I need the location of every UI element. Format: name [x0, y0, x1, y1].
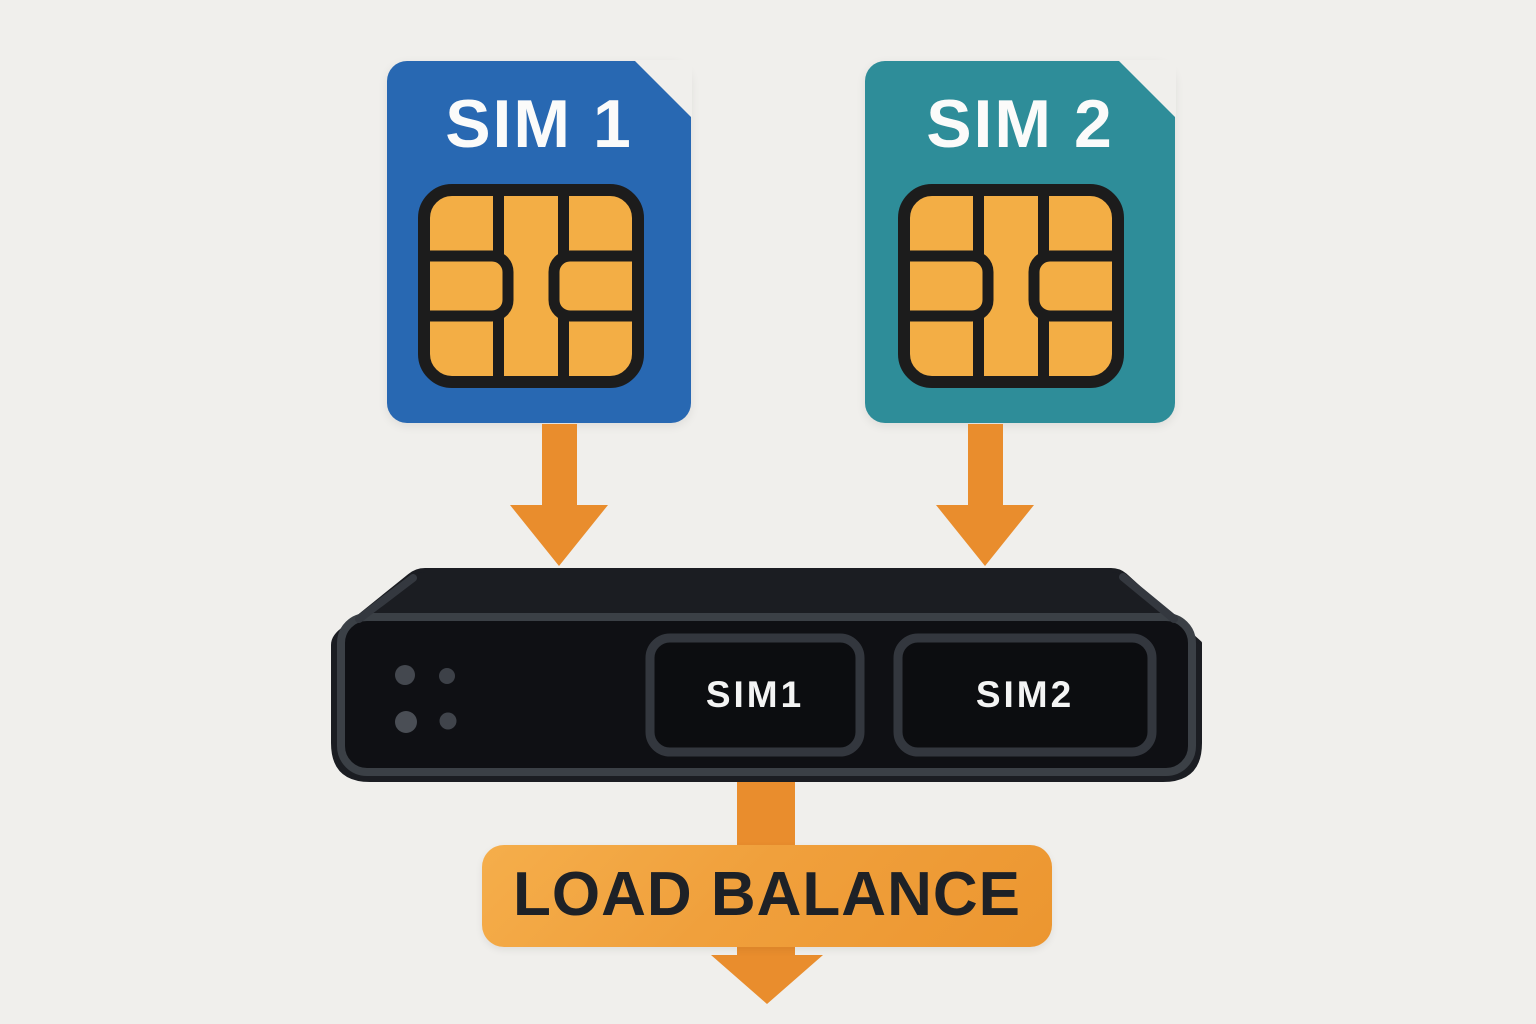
led-indicator — [439, 712, 457, 730]
router-device — [331, 568, 1202, 782]
down-arrow-icon — [936, 424, 1034, 566]
sim-card-1-label: SIM 1 — [445, 86, 633, 162]
sim-card-2-label: SIM 2 — [926, 86, 1114, 162]
sim-card-1: SIM 1 — [387, 60, 692, 423]
sim-chip-icon — [898, 184, 1124, 388]
sim-slot-1-label: SIM1 — [705, 674, 805, 715]
load-balance-label: LOAD BALANCE — [513, 860, 1021, 929]
led-indicator — [395, 711, 417, 733]
led-indicator — [395, 665, 415, 685]
sim-slot-1 — [645, 633, 865, 757]
sim-slot-2 — [893, 633, 1157, 757]
router-bevel-lines — [355, 573, 1178, 623]
down-arrow-icon — [510, 424, 608, 566]
load-balance-banner: LOAD BALANCE — [482, 845, 1052, 947]
led-indicator — [439, 668, 455, 684]
sim-slot-2-label: SIM2 — [975, 674, 1075, 715]
sim-chip-icon — [418, 184, 644, 388]
sim-card-2: SIM 2 — [865, 60, 1176, 423]
